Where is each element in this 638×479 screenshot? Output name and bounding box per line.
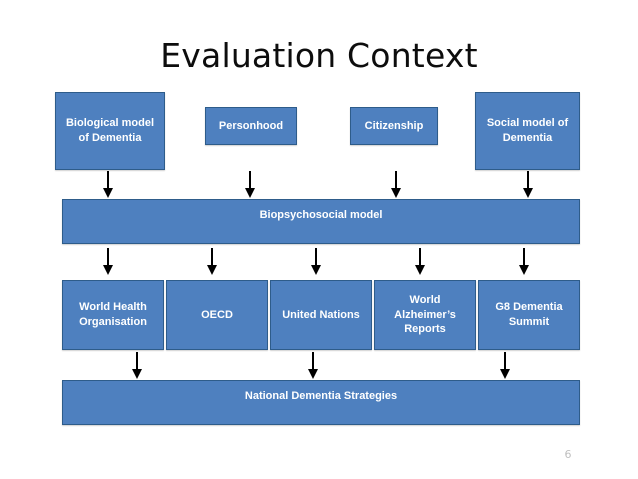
node-label: Biological model of Dementia [65,117,154,144]
node-national-dementia-strategies[interactable]: National Dementia Strategies [62,380,580,425]
node-world-alzheimers-reports[interactable]: World Alzheimer’s Reports [374,280,476,350]
down-arrow-icon [412,248,428,278]
node-label: National Dementia Strategies [244,390,398,402]
down-arrow-icon [129,352,145,382]
node-label: Citizenship [364,119,424,132]
node-label: Biopsychosocial model [259,209,383,221]
node-label: Personhood [218,119,284,132]
node-oecd[interactable]: OECD [166,280,268,350]
node-label: G8 Dementia Summit [495,301,563,328]
node-citizenship[interactable]: Citizenship [350,107,438,145]
node-label: OECD [201,308,233,321]
page-number: 6 [564,448,572,461]
node-biological-model[interactable]: Biological model of Dementia [55,92,165,170]
page-title: Evaluation Context [160,36,478,75]
node-world-health-organisation[interactable]: World Health Organisation [62,280,164,350]
node-label: World Health Organisation [79,301,147,328]
down-arrow-icon [100,171,116,201]
down-arrow-icon [100,248,116,278]
down-arrow-icon [516,248,532,278]
node-social-model[interactable]: Social model of Dementia [475,92,580,170]
down-arrow-icon [308,248,324,278]
down-arrow-icon [204,248,220,278]
node-personhood[interactable]: Personhood [205,107,297,145]
node-label: Social model of Dementia [486,117,569,144]
down-arrow-icon [305,352,321,382]
down-arrow-icon [242,171,258,201]
node-label: World Alzheimer’s Reports [394,293,456,336]
node-biopsychosocial-model[interactable]: Biopsychosocial model [62,199,580,244]
down-arrow-icon [520,171,536,201]
node-united-nations[interactable]: United Nations [270,280,372,350]
down-arrow-icon [497,352,513,382]
node-g8-dementia-summit[interactable]: G8 Dementia Summit [478,280,580,350]
down-arrow-icon [388,171,404,201]
node-label: United Nations [282,308,360,321]
